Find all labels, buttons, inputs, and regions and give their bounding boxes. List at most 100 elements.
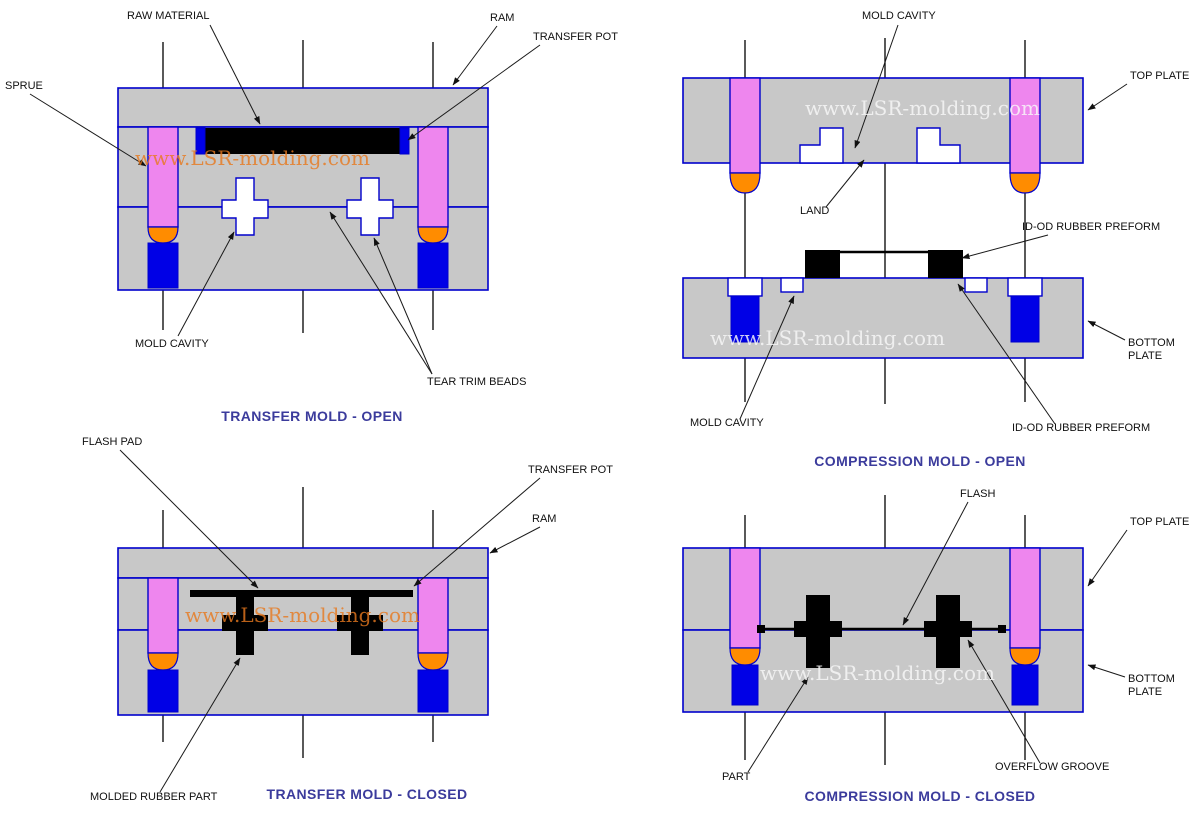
diagram-title: TRANSFER MOLD - OPEN [221,408,402,424]
watermark-text: www.LSR-molding.com [805,96,1040,120]
transfer-mold-open-diagram: RAW MATERIAL RAM TRANSFER POT SPRUE MOLD… [5,10,618,424]
label-overflow-groove: OVERFLOW GROOVE [995,761,1109,773]
molded-part-left [794,595,842,668]
flash-pad [190,590,413,597]
leader-transfer-pot [407,44,541,141]
left-sprue-channel [147,669,179,713]
left-ram [147,577,179,654]
label-part: PART [722,771,751,783]
diagram-title: TRANSFER MOLD - CLOSED [267,786,468,802]
leader-mold-cavity-bottom [739,295,795,420]
leader-overflow-groove [967,639,1041,764]
label-tear-trim-beads: TEAR TRIM BEADS [427,376,526,388]
label-bottom-plate-line1: BOTTOM [1128,673,1175,685]
label-transfer-pot: TRANSFER POT [528,464,613,476]
left-ram-tip [729,172,761,194]
watermark-text: www.LSR-molding.com [760,661,995,685]
mold-cavity-left [799,127,844,164]
right-ram [417,126,449,228]
label-land: LAND [800,205,829,217]
right-ram [1009,547,1041,649]
right-sprue-channel [417,669,449,713]
leader-mold-cavity-top [854,24,899,149]
mold-cavity-left [221,177,269,236]
rubber-preform-left [805,250,840,278]
right-sprue-channel [417,242,449,289]
leader-part [747,676,809,773]
left-ram [147,126,179,228]
leader-sprue [29,93,147,167]
top-plate [117,547,489,579]
pot-wall [195,127,206,155]
right-ram [1009,77,1041,174]
right-ram [417,577,449,654]
left-ram [729,547,761,649]
label-molded-rubber-part: MOLDED RUBBER PART [90,791,218,803]
right-well [1007,277,1043,297]
leader-top-plate [1087,83,1128,111]
rubber-preform-right [928,250,963,278]
leader-ram [452,25,498,86]
molded-rubber-part-right [337,597,383,655]
label-mold-cavity-bottom: MOLD CAVITY [690,417,764,429]
watermark-text: www.LSR-molding.com [710,326,945,350]
label-bottom-plate-line2: PLATE [1128,350,1162,362]
label-top-plate: TOP PLATE [1130,70,1189,82]
leader-bottom-plate [1087,320,1126,341]
leader-tear-trim-bead-2 [373,237,433,375]
compression-mold-closed-diagram: FLASH TOP PLATE BOTTOM PLATE PART OVERFL… [682,488,1189,804]
label-id-od-rubber-preform-bottom: ID-OD RUBBER PREFORM [1012,422,1150,434]
left-ram [729,77,761,174]
watermark-text: www.LSR-molding.com [185,603,420,627]
label-transfer-pot: TRANSFER POT [533,31,618,43]
label-flash-pad: FLASH PAD [82,436,142,448]
mold-cavity-right [346,177,394,236]
leader-tear-trim-bead-1 [329,211,433,375]
transfer-mold-closed-diagram: FLASH PAD TRANSFER POT RAM MOLDED RUBBER… [82,436,613,803]
label-id-od-rubber-preform-top: ID-OD RUBBER PREFORM [1022,221,1160,233]
label-bottom-plate-line2: PLATE [1128,686,1162,698]
leader-land [825,159,865,208]
left-channel [731,664,759,706]
label-flash: FLASH [960,488,996,500]
left-sprue-channel [147,242,179,289]
molded-rubber-part-left [222,597,268,655]
left-channel [730,295,760,343]
overflow-groove-right [998,625,1006,633]
label-top-plate: TOP PLATE [1130,516,1189,528]
leader-preform-bottom [957,283,1056,425]
label-ram: RAM [490,12,514,24]
right-ram-tip [1009,172,1041,194]
label-raw-material: RAW MATERIAL [127,10,210,22]
raw-material-slab [205,128,400,154]
leader-top-plate [1087,529,1128,587]
molded-part-right [924,595,972,668]
right-channel [1010,295,1040,343]
label-mold-cavity: MOLD CAVITY [135,338,209,350]
diagram-title: COMPRESSION MOLD - CLOSED [805,788,1036,804]
leader-flash-pad [119,449,259,589]
label-bottom-plate-line1: BOTTOM [1128,337,1175,349]
watermark-text: www.LSR-molding.com [135,146,370,170]
leader-ram [489,526,541,554]
compression-mold-open-diagram: MOLD CAVITY TOP PLATE LAND ID-OD RUBBER … [682,10,1189,469]
leader-bottom-plate [1087,664,1126,678]
top-plate [117,87,489,128]
mold-cavity-right [916,127,961,164]
leader-flash [902,501,969,626]
leader-preform-top [961,234,1049,259]
right-channel [1011,664,1039,706]
diagram-title: COMPRESSION MOLD - OPEN [814,453,1025,469]
bottom-cavity-notch-left [780,277,804,293]
pot-wall [399,127,410,155]
leader-raw-material [209,24,261,125]
label-mold-cavity-top: MOLD CAVITY [862,10,936,22]
leader-mold-cavity [177,231,235,337]
leader-transfer-pot [413,477,541,587]
bottom-cavity-notch-right [964,277,988,293]
overflow-groove-left [757,625,765,633]
label-sprue: SPRUE [5,80,43,92]
label-ram: RAM [532,513,556,525]
